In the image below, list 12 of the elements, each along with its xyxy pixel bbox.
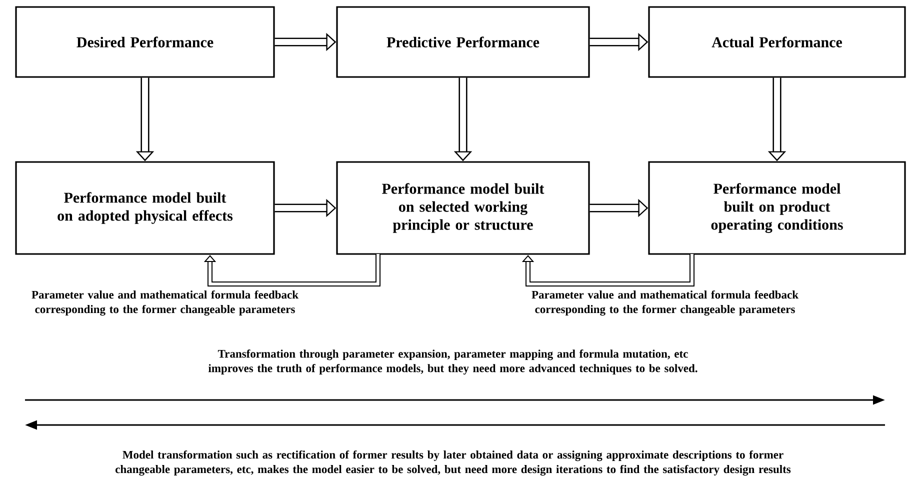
process-box: Performance model built on product operating conditions: [648, 161, 906, 255]
process-box: Desired Performance: [15, 6, 275, 78]
note-text: Model transformation such as rectification of former results by later obtained data or assigning approximate descriptions to former changeable parameters, etc, makes the model easier to be solved, but need more design iterations to find the satisfactory design results: [116, 450, 791, 476]
arrow: [522, 254, 694, 286]
process-box: Actual Performance: [648, 6, 906, 78]
process-box: Performance model built on selected working principle or structure: [336, 161, 590, 255]
note-text: Parameter value and mathematical formula feedback corresponding to the former changeable parameters: [532, 290, 798, 316]
note-text: Parameter value and mathematical formula feedback corresponding to the former changeable parameters: [32, 290, 298, 316]
note-text: Transformation through parameter expansion, parameter mapping and formula mutation, etc improves the truth of performance models, but they need more advanced techniques to be solved.: [208, 349, 698, 375]
process-box: Performance model built on adopted physical effects: [15, 161, 275, 255]
arrow: [204, 254, 380, 286]
process-box: Predictive Performance: [336, 6, 590, 78]
